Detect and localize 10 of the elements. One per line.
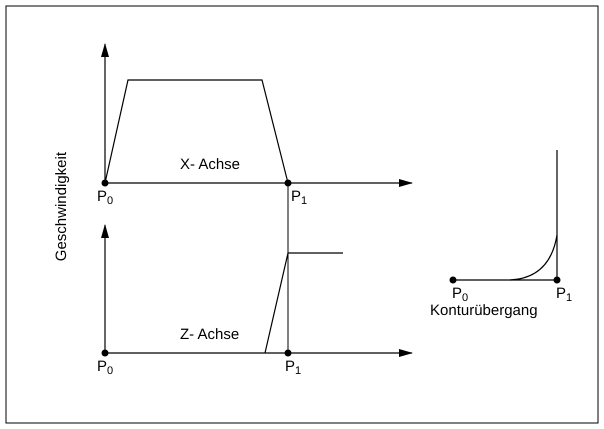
text-label: Konturübergang [430, 302, 538, 321]
text-label: P$_{0}$ [97, 358, 114, 377]
text-label: P$_{1}$ [291, 188, 308, 207]
text-label: P$_{1}$ [285, 358, 302, 377]
text-label: P$_{0}$ [97, 188, 114, 207]
axis-label: Geschwindigkeit [54, 152, 69, 262]
text-label: X- Achse [180, 156, 240, 175]
text-label: Z- Achse [180, 326, 240, 345]
text-label: P$_{0}$ [452, 285, 468, 304]
text-label: P$_{1}$ [556, 285, 572, 304]
